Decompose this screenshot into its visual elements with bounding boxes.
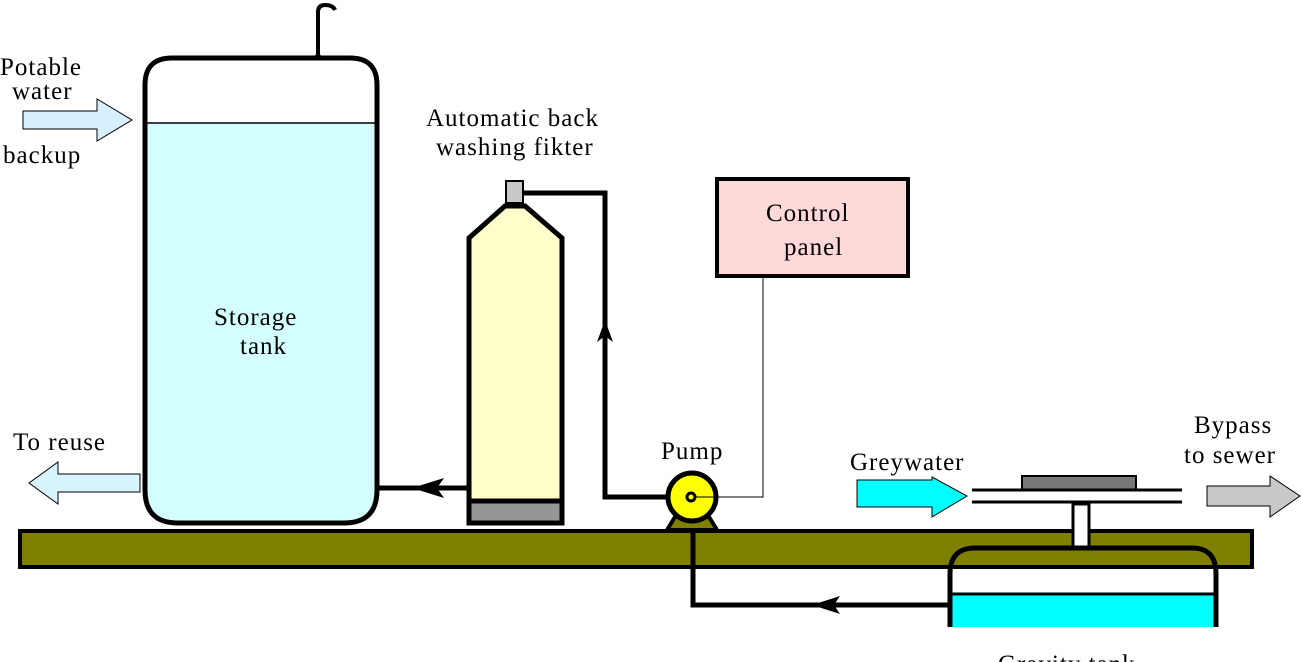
inlet-grate [1021, 475, 1137, 491]
filter-label-2: washing fikter [436, 134, 594, 161]
backwash-filter [466, 180, 565, 526]
storage-tank [142, 2, 380, 526]
flow-arrow-up-icon [597, 320, 613, 342]
control-panel-label-1: Control [766, 200, 849, 227]
to-reuse-arrow [28, 461, 141, 505]
pump-label: Pump [661, 438, 723, 465]
potable-water-label-3: backup [3, 142, 81, 169]
control-panel [715, 177, 910, 278]
to-reuse-label: To reuse [13, 429, 106, 456]
filter-base [466, 498, 565, 526]
gravity-tank [947, 545, 1219, 627]
bypass-arrow [1206, 475, 1301, 518]
storage-tank-label-2: tank [240, 333, 287, 360]
bypass-label-2: to sewer [1184, 442, 1276, 469]
pump [663, 470, 721, 532]
filter-label-1: Automatic back [426, 105, 599, 132]
vent-pipe-icon [316, 2, 337, 57]
flow-arrow-left-icon [812, 596, 840, 614]
filter-cap [505, 180, 524, 204]
potable-water-label-2: water [12, 78, 73, 105]
drop-pipe [1071, 502, 1091, 550]
pipe-filter-to-pump [523, 190, 672, 500]
greywater-label: Greywater [850, 449, 965, 476]
pump-shaft [685, 491, 697, 503]
gravity-tank-outline [947, 545, 1219, 627]
storage-tank-water [145, 123, 377, 523]
potable-water-label-1: Potable [0, 54, 82, 81]
pipe-gravity-to-pump [690, 531, 948, 608]
inlet-channel [972, 475, 1182, 550]
potable-water-arrow [22, 98, 133, 142]
control-panel-label-2: panel [784, 234, 843, 261]
bypass-label-1: Bypass [1194, 412, 1272, 439]
gravity-tank-water [950, 593, 1216, 627]
storage-tank-label-1: Storage [214, 304, 297, 331]
greywater-arrow [856, 476, 969, 518]
vent-joint [314, 50, 322, 58]
gravity-tank-label: Gravity tank [998, 651, 1136, 662]
control-wire [694, 278, 764, 498]
flow-arrow-left-icon [412, 478, 444, 498]
filter-body [466, 203, 565, 504]
storage-tank-outline [142, 55, 380, 526]
